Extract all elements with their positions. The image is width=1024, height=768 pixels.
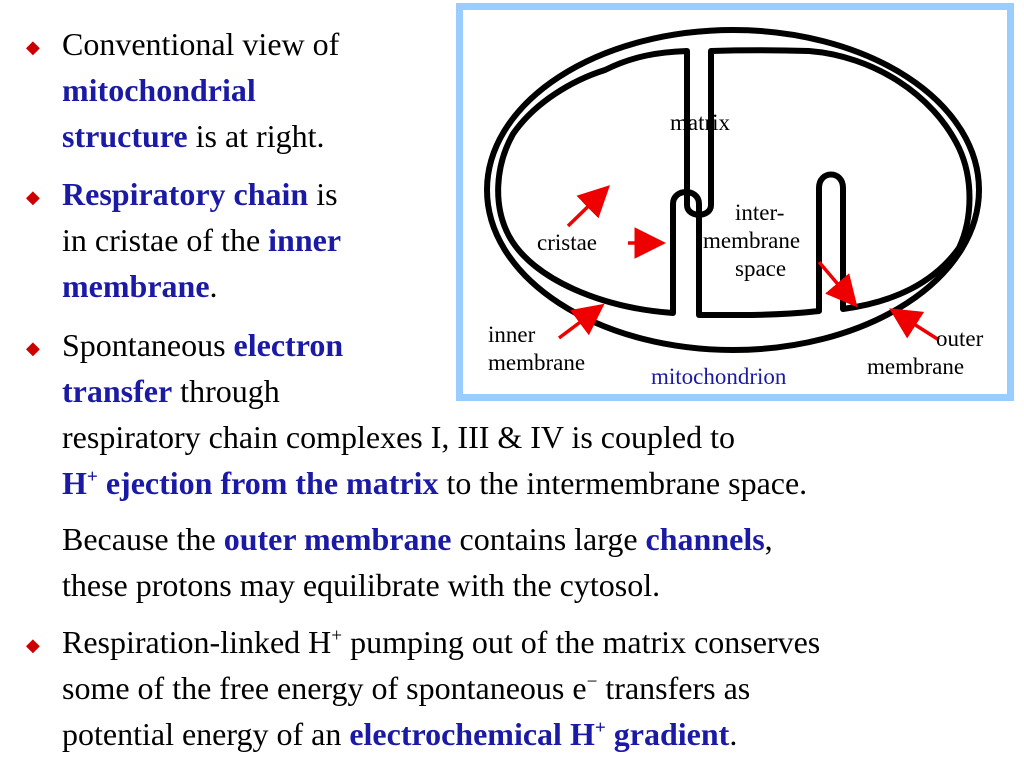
bullet-1-highlight-2: structure [62, 118, 188, 154]
bullet-1-line-2: mitochondrial [62, 68, 256, 112]
bullet-3-highlight-3: ejection from the matrix [97, 465, 439, 501]
bullet-3-h: H [62, 465, 87, 501]
bullet-2-line-2: in cristae of the inner [62, 218, 341, 262]
arrow-outer-membrane [889, 308, 940, 342]
bullet-1-text: Conventional view of [62, 26, 340, 62]
bullet-4-highlight-2: gradient [605, 716, 730, 752]
bullet-4-text-6: . [729, 716, 738, 752]
arrow-inner-membrane [557, 303, 605, 340]
bullet-4-sup-3: + [594, 717, 606, 739]
bullet-4-sup-2: − [586, 671, 598, 693]
bullet-2-line-3: membrane. [62, 264, 218, 308]
outer-membrane [484, 27, 982, 353]
bullet-4-highlight: electrochemical H [349, 716, 595, 752]
arrow-intermembrane-space [817, 260, 858, 308]
label-space: space [735, 256, 786, 281]
bullet-3-text-4: to the intermembrane space. [438, 465, 808, 501]
bullet-3-line-2: transfer through [62, 369, 280, 413]
bullet-diamond-2: ◆ [26, 187, 40, 207]
bullet-3b-text-4: these protons may equilibrate with the c… [62, 567, 661, 603]
bullet-2-highlight-2: inner [268, 222, 342, 258]
bullet-3b-text: Because the [62, 521, 224, 557]
bullet-1-line-3: structure is at right. [62, 114, 324, 158]
bullet-3b-line-1: Because the outer membrane contains larg… [62, 517, 773, 561]
bullet-1-text-2: is at right. [187, 118, 325, 154]
bullet-4-text-3: some of the free energy of spontaneous e [62, 670, 587, 706]
bullet-2-line-1: Respiratory chain is [62, 172, 338, 216]
mitochondrion-diagram: matrix inter- membrane space cristae inn… [484, 27, 984, 389]
label-membrane: membrane [703, 228, 800, 253]
bullet-3-text-2: through [172, 373, 280, 409]
label-inner: inner [488, 322, 536, 347]
bullet-2-highlight-3: membrane [62, 268, 210, 304]
bullet-diamond-1: ◆ [26, 37, 40, 57]
label-outer-membrane: membrane [867, 354, 964, 379]
bullet-3b-text-2: contains large [451, 521, 646, 557]
bullet-1-highlight: mitochondrial [62, 72, 256, 108]
bullet-2-highlight: Respiratory chain [62, 176, 309, 212]
bullet-3b-highlight-2: channels [645, 521, 765, 557]
bullet-3b-highlight: outer membrane [223, 521, 452, 557]
bullet-2-text: is [308, 176, 338, 212]
bullet-3-line-3: respiratory chain complexes I, III & IV … [62, 415, 735, 459]
bullet-4-line-2: some of the free energy of spontaneous e… [62, 666, 750, 710]
bullet-3b-text-3: , [764, 521, 773, 557]
bullet-1-line-1: Conventional view of [62, 22, 339, 66]
bullet-3-highlight: electron [233, 327, 344, 363]
label-outer: outer [936, 326, 984, 351]
bullet-3b-line-2: these protons may equilibrate with the c… [62, 563, 660, 607]
bullet-4-line-3: potential energy of an electrochemical H… [62, 712, 737, 756]
label-matrix: matrix [670, 110, 731, 135]
bullet-4-text: Respiration-linked H [62, 624, 332, 660]
label-cristae: cristae [537, 230, 597, 255]
bullet-4-text-5: potential energy of an [62, 716, 350, 752]
bullet-4-sup: + [331, 625, 343, 647]
bullet-diamond-4: ◆ [26, 635, 40, 655]
bullet-3-text: Spontaneous [62, 327, 234, 363]
bullet-3-line-4: H+ ejection from the matrix to the inter… [62, 461, 807, 505]
inner-membrane [495, 47, 973, 318]
bullet-diamond-3: ◆ [26, 338, 40, 358]
bullet-3-h-sup: + [86, 466, 98, 488]
diagram-caption: mitochondrion [651, 364, 787, 389]
bullet-2-text-3: . [209, 268, 218, 304]
bullet-4-text-4: transfers as [597, 670, 751, 706]
bullet-4-text-2: pumping out of the matrix conserves [342, 624, 821, 660]
mitochondrion-diagram-frame: matrix inter- membrane space cristae inn… [456, 3, 1014, 401]
label-inter: inter- [735, 200, 784, 225]
bullet-3-line-1: Spontaneous electron [62, 323, 343, 367]
bullet-3-text-3: respiratory chain complexes I, III & IV … [62, 419, 735, 455]
label-inner-membrane: membrane [488, 350, 585, 375]
arrow-cristae-upper [566, 185, 611, 228]
bullet-2-text-2: in cristae of the [62, 222, 269, 258]
bullet-3-highlight-2: transfer [62, 373, 173, 409]
bullet-4-line-1: Respiration-linked H+ pumping out of the… [62, 620, 820, 664]
